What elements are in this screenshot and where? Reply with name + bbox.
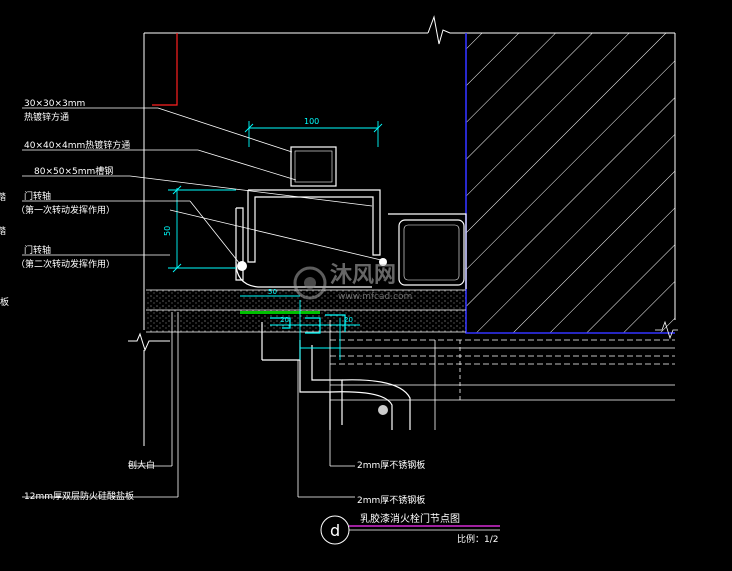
dim-small-2: 20 (280, 316, 289, 324)
watermark-brand: 沐风网 (330, 263, 396, 288)
steel-sections (235, 146, 467, 430)
label-pipe-30-size: 30×30×3mm (24, 99, 85, 109)
steel-channel-80 (247, 189, 381, 263)
label-pipe-40: 40×40×4mm热镀锌方通 (24, 139, 130, 151)
callout-labels: 30×30×3mm 热镀锌方通 40×40×4mm热镀锌方通 80×50×5mm… (0, 99, 425, 506)
edge-mark-3: 板 (0, 296, 9, 308)
detail-symbol: d (330, 521, 340, 540)
label-pivot-1: 门转轴 (24, 190, 51, 202)
drawing-title: 乳胶漆消火栓门节点图 (360, 512, 460, 525)
lower-pivot-marker (378, 405, 388, 415)
right-tube (398, 219, 465, 286)
label-pivot-2: 门转轴 (24, 244, 51, 256)
callout-ticks (330, 465, 355, 498)
drawing-scale: 比例：1/2 (457, 533, 499, 545)
label-pivot-2-note: （第二次转动发挥作用） (16, 258, 115, 270)
leader-lines (22, 107, 382, 498)
dim-small-3: 20 (344, 316, 353, 324)
floor-tile-layers (330, 320, 678, 430)
label-bottom-left-1: 刨大白 (128, 459, 155, 471)
square-tube-30 (290, 146, 337, 187)
edge-mark-2: 踏 (0, 225, 6, 237)
dimension-texts: 100 50 50 20 20 (163, 117, 353, 324)
label-pivot-1-note: （第一次转动发挥作用） (16, 204, 115, 216)
label-bottom-right-1: 2mm厚不锈钢板 (357, 459, 425, 471)
concrete-wall (465, 33, 675, 334)
edge-mark-1: 踏 (0, 191, 6, 203)
label-bottom-left-2: 12mm厚双层防火硅酸盐板 (24, 490, 134, 502)
label-pipe-30-name: 热镀锌方通 (24, 111, 69, 123)
floor-slab (146, 289, 466, 333)
label-channel-80: 80×50×5mm槽钢 (34, 165, 113, 177)
dim-left-height: 50 (163, 226, 172, 236)
label-bottom-right-2: 2mm厚不锈钢板 (357, 494, 425, 506)
title-block: d 乳胶漆消火栓门节点图 比例：1/2 (320, 512, 500, 545)
red-boundary-line (152, 33, 178, 106)
dim-small-1: 50 (268, 288, 277, 296)
dim-top-width: 100 (304, 117, 319, 126)
watermark-url: www.mfcad.com (338, 292, 412, 302)
watermark: 沐风网 www.mfcad.com (293, 263, 412, 302)
watermark-logo-icon (293, 266, 327, 300)
